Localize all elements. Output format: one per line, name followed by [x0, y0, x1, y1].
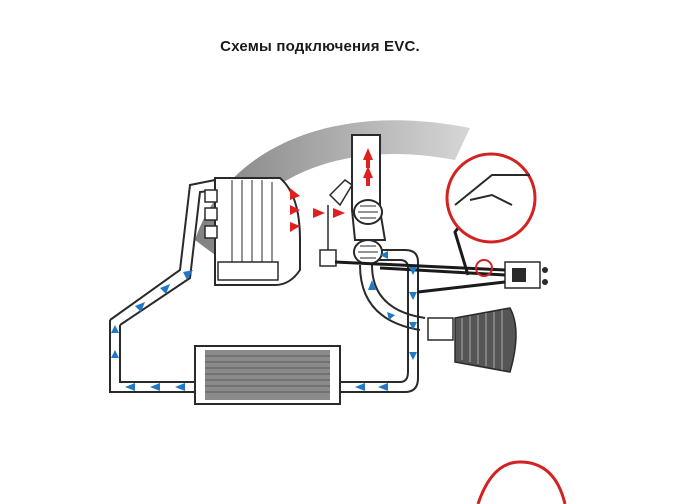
turbo-icon: [351, 134, 387, 265]
engine-icon: [204, 177, 301, 286]
callout-small: [475, 259, 493, 277]
filter-pipe: [359, 264, 421, 331]
exhaust-arrows: [290, 148, 373, 232]
hose-lines: [334, 179, 506, 294]
wastegate-icon: [319, 179, 353, 267]
page-title: Схемы подключения EVC.: [220, 38, 420, 55]
intercooler-icon: [194, 345, 341, 405]
callout-bottom: [476, 460, 567, 504]
air-filter-icon: [427, 307, 517, 373]
intake-pipe: [109, 179, 419, 393]
solenoid-valve-icon: [504, 261, 548, 289]
boost-arc-shape: [195, 120, 470, 256]
flow-arrows: [111, 251, 417, 391]
callout-top: [445, 152, 537, 244]
filter-pipe-inner: [371, 264, 426, 319]
